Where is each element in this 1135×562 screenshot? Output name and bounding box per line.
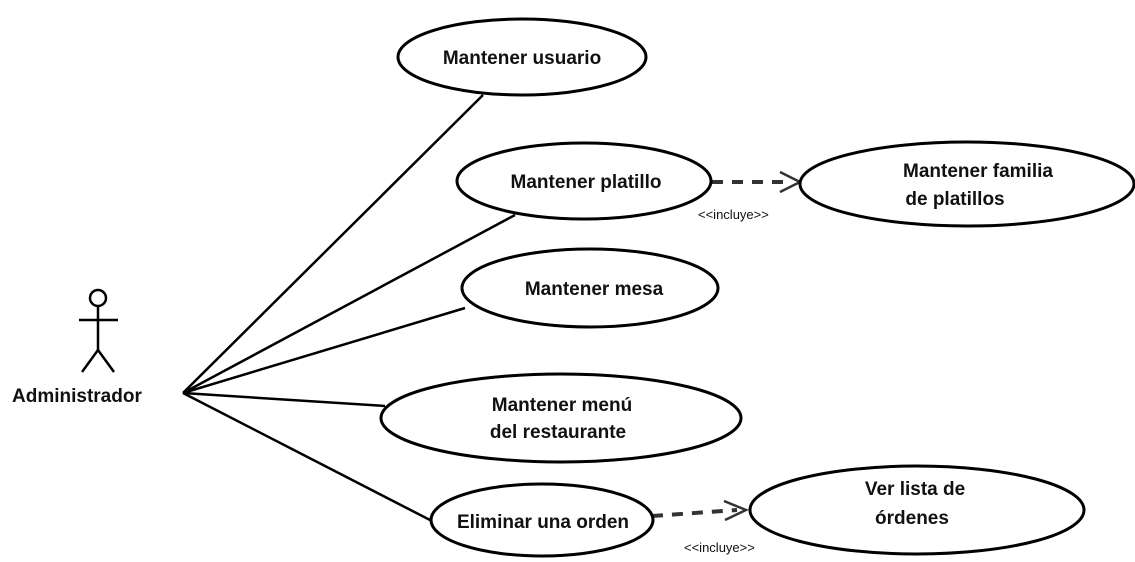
use-case-label: Mantener mesa (525, 279, 664, 300)
use-case-label-line-1: Mantener menú (492, 395, 632, 416)
use-case-mantener-menu[interactable]: Mantener menú del restaurante (379, 372, 743, 464)
include-line-2 (651, 508, 738, 518)
stick-figure-icon (79, 288, 118, 373)
association-mantener-usuario (182, 94, 484, 394)
actor-administrador[interactable]: Administrador (12, 288, 142, 407)
include-arrowhead-2 (723, 499, 750, 522)
use-case-mantener-usuario[interactable]: Mantener usuario (396, 17, 648, 97)
use-case-ver-lista-ordenes[interactable]: Ver lista de órdenes (748, 464, 1086, 556)
use-case-label-line-1: Mantener familia (903, 161, 1053, 182)
include-dependency-1: <<incluye>> (698, 170, 803, 222)
include-label-2: <<incluye>> (684, 540, 755, 555)
actor-label: Administrador (12, 386, 142, 407)
use-case-label-line-2: de platillos (905, 189, 1004, 210)
use-case-label-line-2: del restaurante (490, 422, 626, 443)
association-mantener-platillo (182, 213, 516, 395)
use-case-label-line-2: órdenes (875, 508, 949, 529)
association-eliminar-orden (182, 391, 431, 522)
use-case-label-line-1: Ver lista de (865, 479, 965, 500)
use-case-label: Mantener platillo (511, 172, 662, 193)
association-mantener-menu (182, 391, 386, 408)
use-case-label: Eliminar una orden (457, 512, 629, 533)
association-mantener-mesa (182, 306, 466, 395)
associations (182, 94, 516, 522)
use-case-mantener-familia[interactable]: Mantener familia de platillos (798, 140, 1135, 228)
use-case-label: Mantener usuario (443, 48, 601, 69)
include-label-1: <<incluye>> (698, 207, 769, 222)
include-dependency-2: <<incluye>> (651, 499, 755, 555)
use-case-eliminar-orden[interactable]: Eliminar una orden (429, 482, 655, 558)
use-case-mantener-mesa[interactable]: Mantener mesa (460, 247, 720, 329)
use-case-mantener-platillo[interactable]: Mantener platillo (455, 141, 713, 221)
